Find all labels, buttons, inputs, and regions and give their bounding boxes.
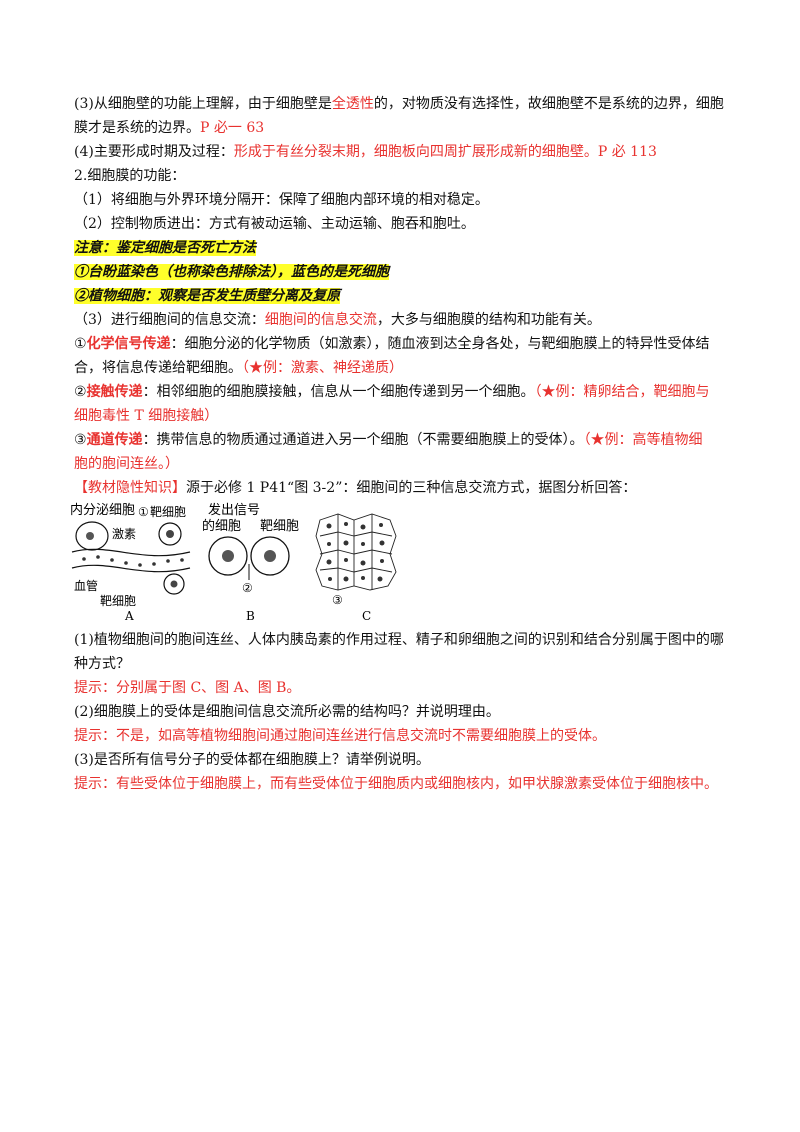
paragraph-cell-wall-function-cont: 膜才是系统的边界。P 必一 63 [74,120,265,136]
question-1: (1)植物细胞间的胞间连丝、人体内胰岛素的作用过程、精子和卵细胞之间的识别和结合… [74,632,724,648]
contact-signal-paragraph-cont: 细胞毒性 T 细胞接触） [74,408,219,424]
panel-b-letter: B [246,609,255,622]
panel-a-target-label: 靶细胞 [150,505,186,519]
note-item-1: ①台盼蓝染色（也称染色排除法），蓝色的是死细胞 [74,264,389,280]
figure-svg: 内分泌细胞 ① 靶细胞 激素 血管 靶细胞 A [70,502,397,623]
paragraph-cell-wall-formation: (4)主要形成时期及过程：形成于有丝分裂末期，细胞板向四周扩展形成新的细胞壁。P… [74,144,657,160]
answer-1: 提示：分别属于图 C、图 A、图 B。 [74,680,301,696]
chemical-signal-paragraph: ①化学信号传递：细胞分泌的化学物质（如激素），随血液到达全身各处，与靶细胞膜上的… [74,336,710,352]
panel-b-circle: ② [242,581,253,595]
channel-signal-paragraph: ③通道传递：携带信息的物质通过通道进入另一个细胞（不需要细胞膜上的受体）。（★例… [74,432,703,448]
panel-c-drawing [315,513,397,591]
document-page: (3)从细胞壁的功能上理解，由于细胞壁是全透性的，对物质没有选择性，故细胞壁不是… [70,92,734,796]
panel-a-target-label-2: 靶细胞 [100,594,136,608]
cell-communication-figure: 内分泌细胞 ① 靶细胞 激素 血管 靶细胞 A [70,502,400,623]
note-heading: 注意：鉴定细胞是否死亡方法 [74,240,256,256]
panel-a-letter: A [124,609,134,622]
answer-3: 提示：有些受体位于细胞膜上，而有些受体位于细胞质内或细胞核内，如甲状腺激素受体位… [74,776,718,792]
panel-a-vessel-label: 血管 [74,578,98,593]
heading-membrane-function: 2.细胞膜的功能： [74,168,186,184]
question-3: (3)是否所有信号分子的受体都在细胞膜上？请举例说明。 [74,752,430,768]
channel-signal-paragraph-cont: 胞的胞间连丝。） [74,456,179,472]
chemical-signal-paragraph-cont: 合，将信息传递给靶细胞。（★例：激素、神经递质） [74,360,403,376]
panel-b-title-1: 发出信号 [208,502,260,518]
panel-b-drawing: 发出信号 的细胞 靶细胞 ② B [202,502,299,623]
question-2: (2)细胞膜上的受体是细胞间信息交流所必需的结构吗？并说明理由。 [74,704,500,720]
question-1-cont: 种方式？ [74,656,130,672]
panel-a-title: 内分泌细胞 [70,502,135,518]
panel-c-circle: ③ [332,593,343,607]
membrane-function-3: （3）进行细胞间的信息交流：细胞间的信息交流，大多与细胞膜的结构和功能有关。 [74,312,601,328]
textbook-hidden-knowledge: 【教材隐性知识】源于必修 1 P41“图 3-2”：细胞间的三种信息交流方式，据… [74,480,637,496]
panel-a-circle-1: ① [138,505,149,519]
contact-signal-paragraph: ②接触传递：相邻细胞的细胞膜接触，信息从一个细胞传递到另一个细胞。（★例：精卵结… [74,384,710,400]
membrane-function-1: （1）将细胞与外界环境分隔开：保障了细胞内部环境的相对稳定。 [74,192,489,208]
paragraph-cell-wall-function: (3)从细胞壁的功能上理解，由于细胞壁是全透性的，对物质没有选择性，故细胞壁不是… [74,96,724,112]
panel-b-target-label: 靶细胞 [260,519,299,534]
panel-b-title-2: 的细胞 [202,518,241,534]
panel-c-letter: C [362,609,371,622]
answer-2: 提示：不是，如高等植物细胞间通过胞间连丝进行信息交流时不需要细胞膜上的受体。 [74,728,606,744]
note-item-2: ②植物细胞：观察是否发生质壁分离及复原 [74,288,340,304]
panel-a-drawing: 内分泌细胞 ① 靶细胞 激素 血管 靶细胞 A [70,502,191,623]
panel-a-hormone-label: 激素 [112,527,136,541]
membrane-function-2: （2）控制物质进出：方式有被动运输、主动运输、胞吞和胞吐。 [74,216,475,232]
